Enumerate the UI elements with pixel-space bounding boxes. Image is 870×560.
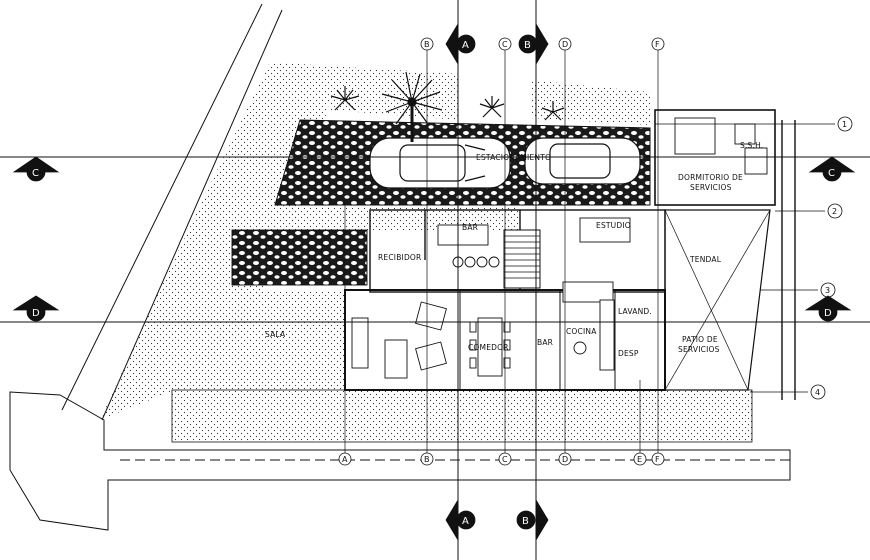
label-estudio: ESTUDIO (596, 221, 631, 230)
label-tendal: TENDAL (689, 255, 722, 264)
label-patio-2: SERVICIOS (678, 345, 720, 354)
axis-right-3: 3 (825, 286, 830, 295)
section-d-right: D (804, 295, 852, 322)
axis-bottom-f: F (655, 455, 660, 464)
svg-text:C: C (828, 168, 835, 179)
label-dormitorio-1: DORMITORIO DE (678, 173, 743, 182)
axis-top-b: B (424, 40, 430, 49)
svg-text:D: D (824, 308, 832, 319)
label-estacionamiento: ESTACIONAMIENTO (476, 153, 551, 162)
svg-text:A: A (462, 516, 469, 527)
axis-bubbles-right: 1 2 3 4 (810, 116, 853, 400)
section-c-left: C (12, 156, 60, 182)
label-cocina: COCINA (566, 327, 597, 336)
axis-bubbles-bottom: A B C D E F (338, 452, 665, 466)
axis-bottom-c: C (502, 455, 508, 464)
label-bar-2: BAR (537, 338, 553, 347)
axis-right-1: 1 (842, 120, 847, 129)
axis-top-f: F (655, 40, 660, 49)
svg-text:B: B (524, 40, 531, 51)
parked-car-1 (369, 137, 511, 189)
axis-right-4: 4 (815, 388, 820, 397)
axis-top-c: C (502, 40, 508, 49)
svg-text:D: D (32, 308, 40, 319)
axis-top-d: D (562, 40, 568, 49)
axis-bottom-b: B (424, 455, 430, 464)
label-bar: BAR (462, 223, 478, 232)
garden-area (100, 62, 753, 443)
axis-bottom-a: A (342, 455, 348, 464)
section-b-bottom: B (516, 498, 549, 542)
room-labels: ESTACIONAMIENTO DORMITORIO DE SERVICIOS … (265, 141, 763, 358)
section-a-top: A (445, 22, 476, 66)
section-c-right: C (808, 156, 856, 182)
section-markers: A B A B C C D (12, 22, 856, 542)
section-a-bottom: A (445, 498, 476, 542)
label-dormitorio-2: SERVICIOS (690, 183, 732, 192)
label-sala: SALA (265, 330, 286, 339)
label-patio-1: PATIO DE (682, 335, 718, 344)
staircase (503, 229, 541, 289)
svg-text:C: C (32, 168, 39, 179)
label-desp: DESP (618, 349, 639, 358)
axis-bottom-d: D (562, 455, 568, 464)
label-comedor: COMEDOR (468, 343, 509, 352)
label-recibidor: RECIBIDOR (378, 253, 421, 262)
axis-bottom-e: E (637, 455, 642, 464)
label-lavand: LAVAND. (618, 307, 652, 316)
svg-text:B: B (522, 516, 529, 527)
axis-bubbles-top: B C D F (420, 37, 665, 51)
label-ssh: S.S.H. (740, 141, 763, 150)
section-d-left: D (12, 295, 60, 322)
svg-text:A: A (462, 40, 469, 51)
axis-right-2: 2 (832, 207, 837, 216)
section-b-top: B (518, 22, 549, 66)
